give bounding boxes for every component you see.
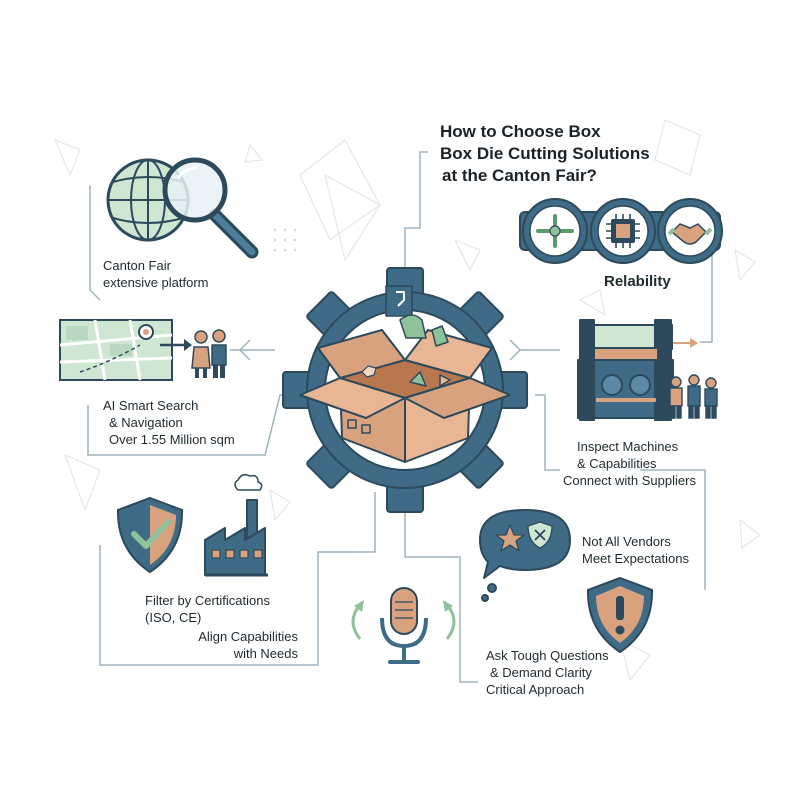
chip-icon xyxy=(590,198,656,264)
label-reliability: Relability xyxy=(604,273,671,290)
background-shapes xyxy=(53,119,762,682)
label-align-line-1: Align Capabilities xyxy=(198,629,298,644)
map-icon xyxy=(59,319,192,381)
title-line-2: Box Die Cutting Solutions xyxy=(440,144,650,163)
dot-grid xyxy=(273,228,297,252)
label-inspect-line-2: & Capabilities xyxy=(577,456,657,471)
factory-icon xyxy=(204,473,268,577)
label-ask-line-1: Ask Tough Questions xyxy=(486,648,609,663)
label-platform: Canton Fair extensive platform xyxy=(103,257,209,291)
label-search-line-1: AI Smart Search xyxy=(103,398,199,413)
box-parts xyxy=(385,285,451,387)
box-icon xyxy=(299,329,511,463)
label-platform-line-1: Canton Fair xyxy=(103,258,171,273)
title-line-1: How to Choose Box xyxy=(440,122,601,141)
shield-check-icon xyxy=(116,496,184,574)
machine-icon xyxy=(577,319,698,421)
label-filter: Filter by Certifications (ISO, CE) xyxy=(145,592,270,626)
label-search-line-3: Over 1.55 Million sqm xyxy=(109,432,235,447)
label-filter-line-1: Filter by Certifications xyxy=(145,593,270,608)
title-line-3: at the Canton Fair? xyxy=(442,166,597,185)
plus-icon xyxy=(522,198,588,264)
shield-warning-icon xyxy=(586,576,654,654)
label-ask-line-3: Critical Approach xyxy=(486,682,585,697)
label-vendors-line-1: Not All Vendors xyxy=(582,534,671,549)
page-title: How to Choose Box Box Die Cutting Soluti… xyxy=(440,121,650,187)
label-inspect-line-3: Connect with Suppliers xyxy=(563,473,696,488)
microphone-icon xyxy=(351,587,456,664)
label-inspect: Inspect Machines & Capabilities Connect … xyxy=(563,438,696,489)
label-align: Align Capabilities with Needs xyxy=(180,628,298,662)
label-vendors-line-2: Meet Expectations xyxy=(582,551,689,566)
speech-bubble-icon xyxy=(479,509,571,602)
label-platform-line-2: extensive platform xyxy=(103,275,209,290)
handshake-icon xyxy=(657,198,723,264)
connector-arrows xyxy=(238,339,522,361)
label-vendors: Not All Vendors Meet Expectations xyxy=(582,533,689,567)
label-ask-line-2: & Demand Clarity xyxy=(490,665,592,680)
label-align-line-2: with Needs xyxy=(233,646,298,661)
magnifier-icon xyxy=(162,157,259,259)
workers-icon xyxy=(669,374,718,419)
label-inspect-line-1: Inspect Machines xyxy=(577,439,679,454)
label-filter-line-2: (ISO, CE) xyxy=(145,610,202,625)
label-search: AI Smart Search & Navigation Over 1.55 M… xyxy=(103,397,235,448)
people-icon xyxy=(191,329,227,378)
label-search-line-2: & Navigation xyxy=(109,415,183,430)
label-ask: Ask Tough Questions & Demand Clarity Cri… xyxy=(486,647,609,698)
